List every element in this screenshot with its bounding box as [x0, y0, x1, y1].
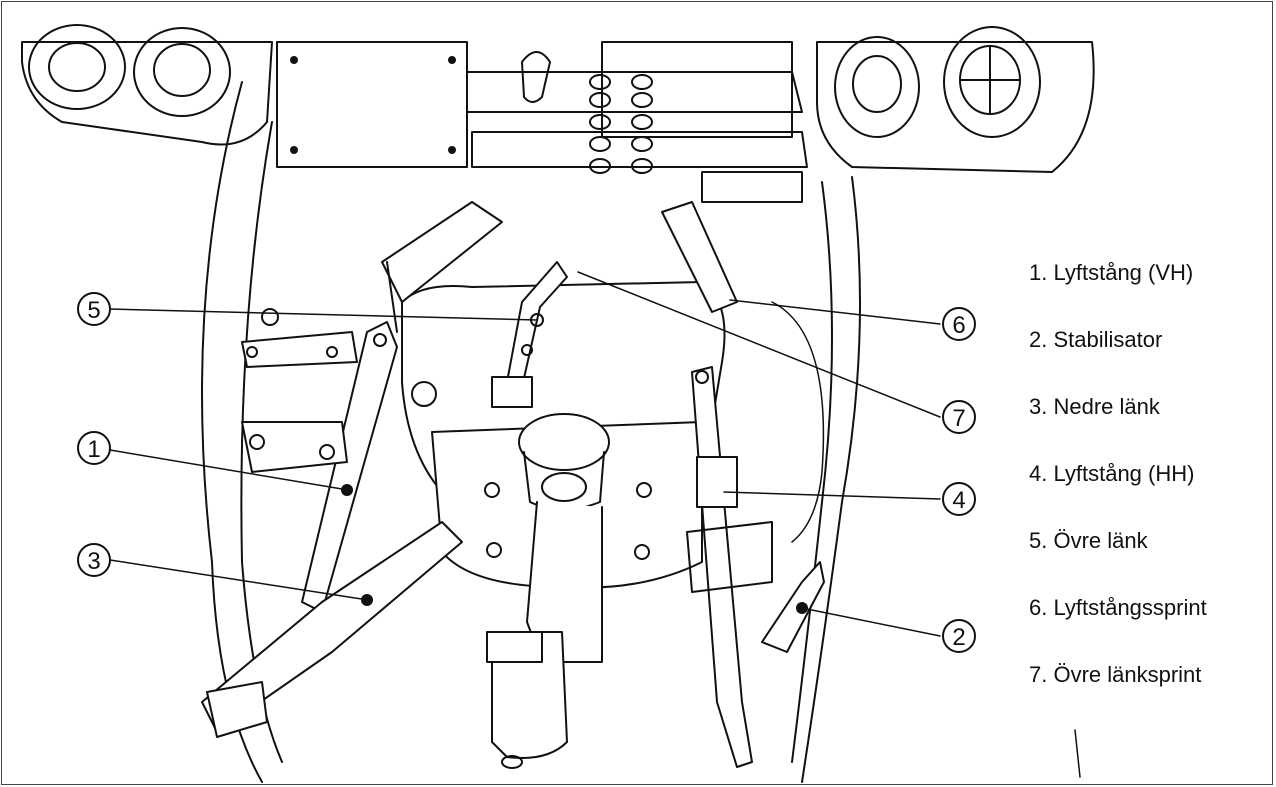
leader-lines	[109, 271, 1081, 778]
callout-1-number: 1	[87, 436, 100, 463]
legend-item-4: 4. Lyftstång (HH)	[1029, 461, 1195, 486]
right-rear-tyre	[771, 176, 861, 783]
callout-3: 3	[77, 543, 111, 577]
rear-lights-left	[21, 24, 273, 146]
rear-cab-panel	[276, 41, 808, 168]
callout-4-number: 4	[952, 487, 965, 514]
callout-7: 7	[942, 400, 976, 434]
rear-axle-housing	[401, 281, 726, 589]
left-lift-arm	[381, 201, 503, 333]
check-chains	[521, 51, 653, 174]
top-link	[491, 261, 568, 408]
callout-3-number: 3	[87, 548, 100, 575]
legend-item-5: 5. Övre länk	[1029, 528, 1148, 553]
callout-2-number: 2	[952, 624, 965, 651]
drawbar	[486, 501, 603, 769]
rear-lights-right	[816, 26, 1095, 173]
left-bracket	[241, 308, 358, 473]
callout-7-number: 7	[952, 405, 965, 432]
callout-2: 2	[942, 619, 976, 653]
left-lower-link	[201, 521, 463, 738]
callout-5-number: 5	[87, 297, 100, 324]
callout-6-number: 6	[952, 312, 965, 339]
callout-6: 6	[942, 307, 976, 341]
legend-item-7: 7. Övre länksprint	[1029, 662, 1202, 687]
right-lift-rod	[691, 366, 753, 768]
callout-1: 1	[77, 431, 111, 465]
legend-item-2: 2. Stabilisator	[1029, 327, 1163, 352]
callout-4: 4	[942, 482, 976, 516]
pto-shaft	[518, 413, 610, 511]
legend-item-1: 1. Lyftstång (VH)	[1029, 260, 1194, 285]
callout-5: 5	[77, 292, 111, 326]
legend-item-3: 3. Nedre länk	[1029, 394, 1160, 419]
legend-item-6: 6. Lyftstångssprint	[1029, 595, 1207, 620]
right-lift-arm	[661, 171, 803, 313]
